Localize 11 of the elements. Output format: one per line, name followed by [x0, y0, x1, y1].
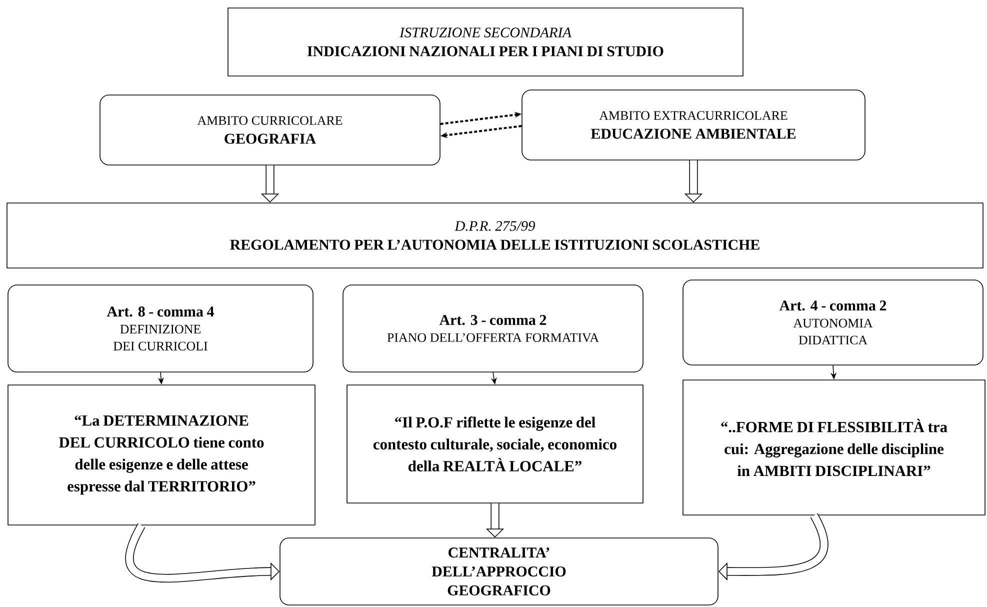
- rounded-box: Art. 8 - comma 4 DEFINIZIONE DEI CURRICOLI: [8, 284, 314, 372]
- text-box: “La DETERMINAZIONE DEL CURRICOLO tiene conto delle esigenze e delle attese espresse dal TERRITORIO”: [8, 384, 316, 526]
- text-box: ISTRUZIONE SECONDARIA INDICAZIONI NAZIONALI PER I PIANI DI STUDIO: [228, 8, 744, 76]
- rounded-box: Art. 4 - comma 2 AUTONOMIA DIDATTICA: [682, 280, 984, 366]
- rounded-box: CENTRALITA’ DELL’APPROCCIO GEOGRAFICO: [280, 538, 718, 606]
- rounded-box: Art. 3 - comma 2 PIANO DELL’OFFERTA FORMATIVA: [342, 284, 644, 372]
- text-box: D.P.R. 275/99 REGOLAMENTO PER L’AUTONOMIA DELLE ISTITUZIONI SCOLASTICHE: [6, 202, 984, 268]
- rounded-box: AMBITO EXTRACURRICOLARE EDUCAZIONE AMBIENTALE: [522, 90, 866, 160]
- rounded-box: AMBITO CURRICOLARE GEOGRAFIA: [100, 94, 440, 166]
- text-box: “..FORME DI FLESSIBILITÀ tra cui: Aggregazione delle discipline in AMBITI DISCIPLINARI”: [682, 380, 986, 516]
- text-box: “Il P.O.F riflette le esigenze del contesto culturale, sociale, economico della REALTÀ LOCALE”: [346, 384, 644, 504]
